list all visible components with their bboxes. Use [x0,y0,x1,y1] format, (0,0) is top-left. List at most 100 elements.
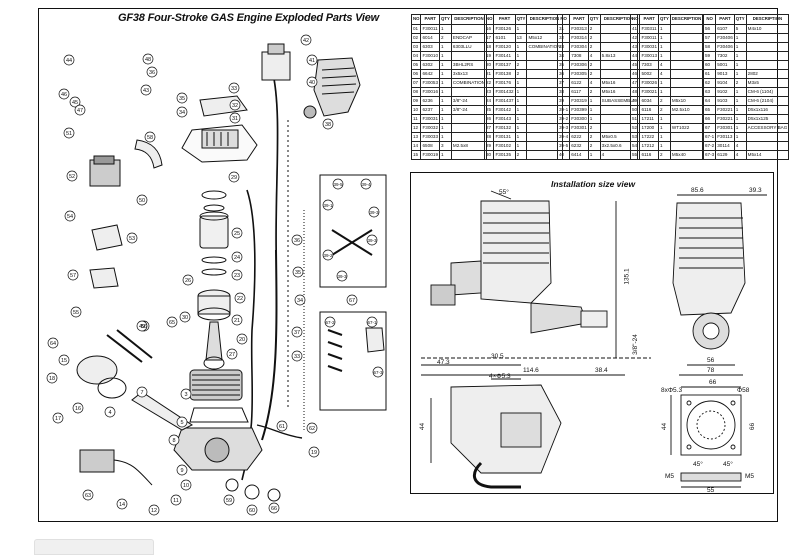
table-cell: 44 [629,51,641,61]
table-cell: 1 [658,123,671,133]
table-cell: 6303LLU [450,42,487,52]
table-cell: F30016 [420,87,441,97]
table-cell: 35 [556,60,571,70]
table-cell [669,87,704,97]
table-cell: 1 [733,42,747,52]
table-cell: 1 [658,51,671,61]
table-cell: 13 [410,132,422,142]
table-cell: 3BHL2RS [450,60,487,70]
table-cell: 1 [439,123,452,133]
table-cell: 6303 [420,42,441,52]
table-cell: 6222 [569,132,589,142]
callout-64: 64 [50,341,56,347]
table-cell: 18 [483,42,495,52]
callout-39-5: 39-5 [333,182,343,187]
table-cell: 6014 [420,33,441,43]
callout-38: 38 [325,122,331,128]
callout-56: 56 [141,324,147,330]
callout-21: 21 [234,318,240,324]
table-cell: F30126 [493,24,516,34]
table-cell: 41 [629,24,641,34]
table-cell: 3 [439,141,452,151]
table-cell: 11 [410,114,422,124]
table-cell: 2 [587,33,601,43]
dim-thread: 3/8"-24 [631,334,639,355]
table-cell: 19 [483,51,495,61]
table-cell: 1 [733,123,747,133]
callout-26: 26 [185,278,191,284]
installation-title: Installation size view [551,179,636,189]
table-cell: 1 [587,96,601,106]
table-cell: 1 [733,33,747,43]
table-cell: 16 [483,24,495,34]
table-cell: 32 [556,33,571,43]
table-cell: 1 [658,132,671,142]
table-cell: M5x10 [669,96,704,106]
table-header: NO [629,14,641,25]
table-cell: 67-3 [702,150,717,160]
table-cell: 1 [658,141,671,151]
callout-14: 14 [119,502,125,508]
callout-67: 67 [349,298,355,304]
table-cell: 46 [629,69,641,79]
table-cell: 5002 [639,69,660,79]
table-cell: 60 [702,60,717,70]
table-cell: 03 [410,42,422,52]
table-cell: F30399 [569,105,589,115]
table-cell: 1 [514,24,528,34]
callout-67-2: 67-2 [325,320,335,325]
table-cell: 6642 [420,69,441,79]
callout-62: 62 [309,426,315,432]
table-cell [669,51,704,61]
table-cell: F30032 [420,123,441,133]
table-header: QTY [733,14,747,25]
table-cell: 6116 [639,105,660,115]
table-cell: 1 [733,105,747,115]
table-cell: 1 [439,96,452,106]
callout-15: 15 [61,358,67,364]
table-cell [450,51,487,61]
dim-39-3: 39.3 [749,187,762,194]
table-cell: F30305 [569,69,589,79]
table-cell: F30306 [569,60,589,70]
callout-35: 35 [179,96,185,102]
callout-48: 48 [145,57,151,63]
table-header: DESCRIPTION [669,14,704,25]
table-cell: 1 [733,69,747,79]
table-cell: 62 [702,78,717,88]
table-cell: F30176 [493,78,516,88]
table-cell: 59 [702,51,717,61]
table-cell: 40 [556,150,571,160]
table-cell: 7303 [639,60,660,70]
table-cell: 13 [514,33,528,43]
table-cell: M2.5x10 [669,105,704,115]
table-cell: 33 [556,42,571,52]
dim-135-1: 135.1 [623,268,631,285]
bottom-tab[interactable] [34,539,154,555]
table-cell: 39-3 [556,123,571,133]
table-cell: 17 [483,33,495,43]
callout-39-3a: 39-3 [369,210,379,215]
table-cell [745,132,790,142]
callout-19: 19 [311,450,317,456]
table-cell: 1 [439,42,452,52]
table-cell: F30314 [569,33,589,43]
